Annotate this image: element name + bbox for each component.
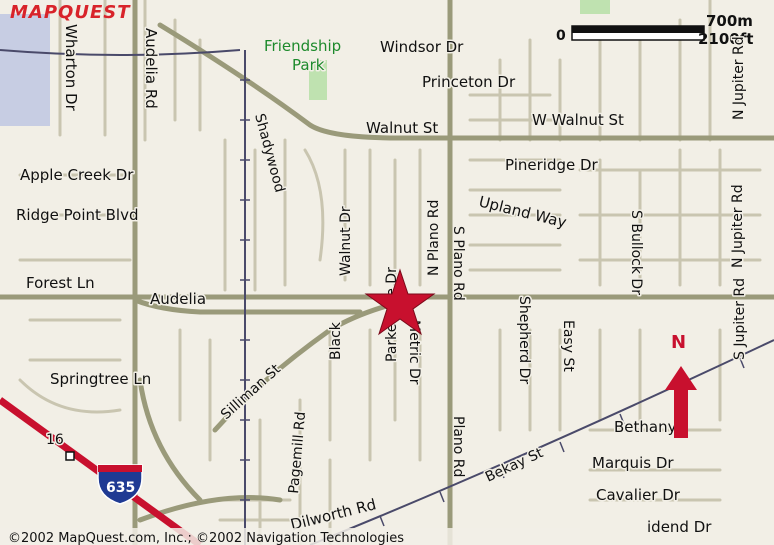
street-label-walnut-dr: Walnut Dr [338,206,354,276]
minor-roads [18,0,762,545]
street-label-n-jupiter: N Jupiter Rd [731,36,747,120]
street-label-walnut-st: Walnut St [366,119,438,137]
lower-left-road [137,377,203,503]
street-label-s-bullock: S Bullock Dr [628,210,644,295]
water-area [0,14,50,126]
north-arrow-icon [665,366,697,438]
street-label-idend: idend Dr [647,518,712,536]
mapquest-logo: MAPQUEST [10,2,131,23]
north-label: N [671,332,686,353]
interstate-shield-number: 635 [106,480,135,496]
street-label-n-plano: N Plano Rd [426,200,442,276]
park-label-line1: Friendship [264,37,341,55]
street-label-bethany: Bethany [614,418,677,436]
street-label-pineridge: Pineridge Dr [505,156,599,174]
street-label-metric: Metric Dr [406,320,422,385]
scale-imperial: 2100ft [698,30,753,48]
street-label-s-jupiter: S Jupiter Rd [732,278,748,360]
scale-bar [571,25,705,41]
audelia-diag-road [132,297,363,315]
park-area [309,60,327,100]
street-label-audelia: Audelia [150,290,206,308]
street-label-shepherd: Shepherd Dr [516,296,532,384]
street-label-wharton: Wharton Dr [62,24,80,112]
street-label-forest: Forest Ln [26,274,95,292]
scale-zero: 0 [556,28,566,44]
street-label-windsor: Windsor Dr [380,38,464,56]
street-label-n-jupiter-2: N Jupiter Rd [730,184,746,268]
interstate-shield-icon [97,464,143,505]
street-label-apple-creek: Apple Creek Dr [20,166,134,184]
street-label-s-plano: S Plano Rd [450,226,466,301]
street-label-springtree: Springtree Ln [50,370,151,388]
railroad-ticks [240,79,745,527]
street-label-princeton: Princeton Dr [422,73,516,91]
street-label-black: Black [328,321,344,360]
walnut-st-road [157,22,774,141]
scale-metric: 700m [706,12,753,30]
railroads [0,49,774,545]
street-label-audelia-rd: Audelia Rd [142,28,160,109]
street-label-w-walnut-st: W Walnut St [532,111,624,129]
street-label-marquis: Marquis Dr [592,454,674,472]
street-label-easy: Easy St [560,320,576,372]
star-icon [364,268,436,336]
silliman-road [212,302,393,433]
street-label-ridge-point: Ridge Point Blvd [16,206,139,224]
park-label-line2: Park [292,56,325,74]
copyright-background [0,528,580,545]
street-label-cavalier: Cavalier Dr [596,486,681,504]
exit-marker-icon [65,451,75,461]
copyright-text: ©2002 MapQuest.com, Inc.; ©2002 Navigati… [8,531,404,545]
highway-exit-label: 16 [46,432,64,448]
park-area-2 [580,0,610,14]
street-label-plano-rd: Plano Rd [450,416,466,477]
